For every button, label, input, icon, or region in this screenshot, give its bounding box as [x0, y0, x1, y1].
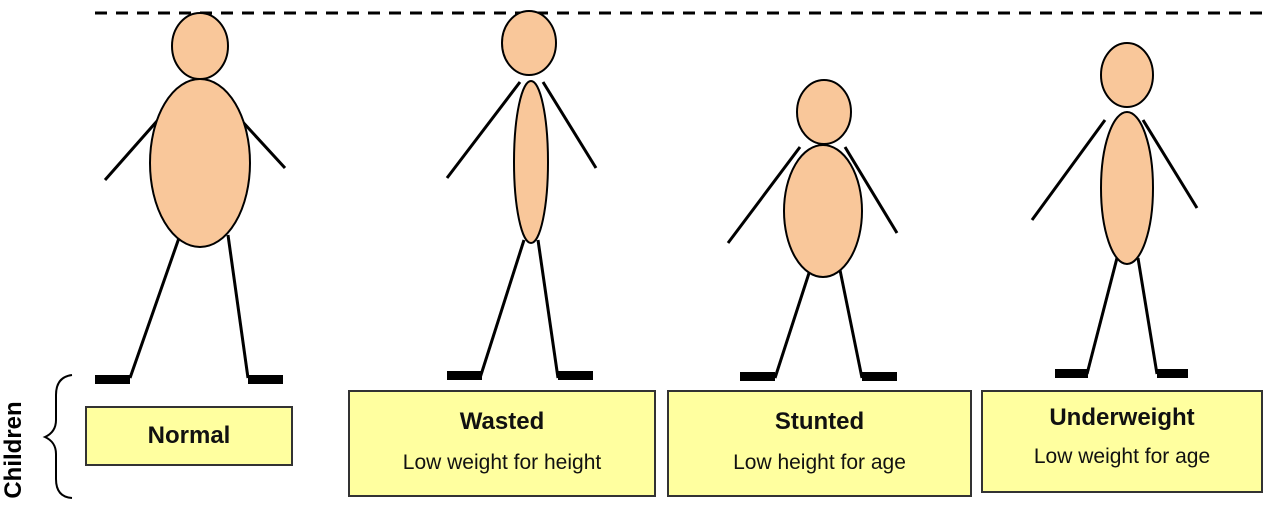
- label-subtitle-underweight: Low weight for age: [983, 444, 1261, 470]
- label-title-normal: Normal: [87, 408, 291, 464]
- label-title-stunted: Stunted: [669, 408, 970, 436]
- figure-wasted: [447, 11, 596, 380]
- label-box-normal: Normal: [85, 406, 293, 466]
- label-title-wasted: Wasted: [350, 408, 654, 436]
- label-box-underweight: Underweight Low weight for age: [981, 390, 1263, 493]
- label-subtitle-wasted: Low weight for height: [350, 450, 654, 476]
- figure-stunted: [728, 80, 897, 381]
- children-side-label: Children: [0, 401, 28, 498]
- figure-normal: [95, 13, 285, 384]
- figure-underweight: [1032, 43, 1197, 378]
- label-subtitle-stunted: Low height for age: [669, 450, 970, 476]
- label-title-underweight: Underweight: [983, 404, 1261, 432]
- label-box-stunted: Stunted Low height for age: [667, 390, 972, 497]
- children-brace: [45, 375, 72, 498]
- label-box-wasted: Wasted Low weight for height: [348, 390, 656, 497]
